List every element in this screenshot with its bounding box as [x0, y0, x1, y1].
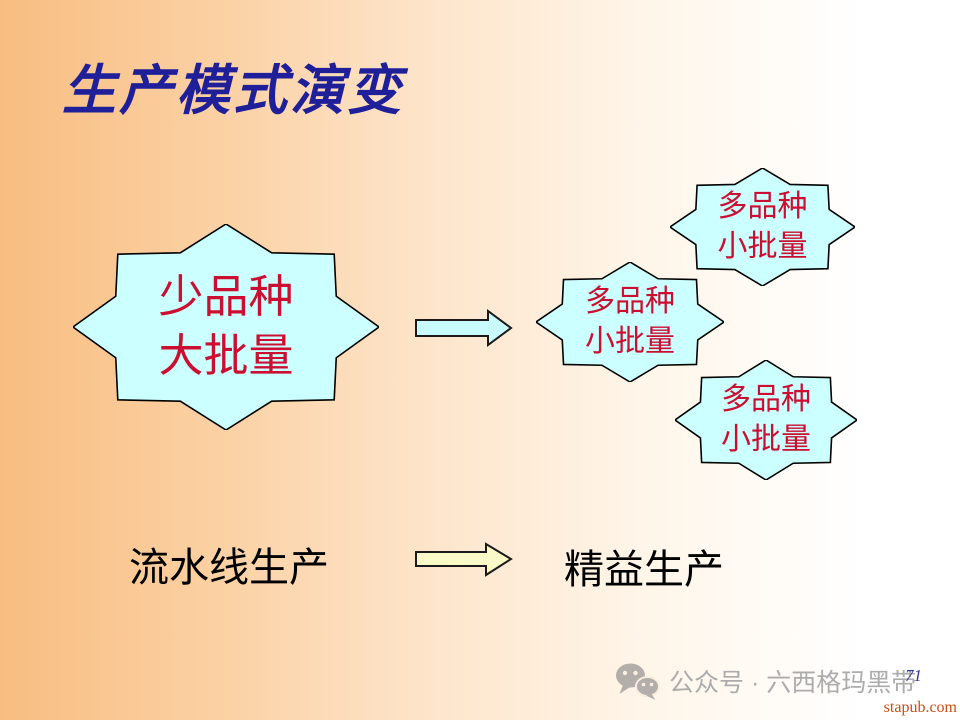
eight-point-star-icon: [73, 224, 379, 430]
assembly-line-production-label: 流水线生产: [129, 545, 329, 590]
lean-production-label: 精益生产: [564, 547, 724, 592]
site-credit: stapub.com: [883, 699, 957, 716]
star-label: 少品种 大批量: [73, 224, 379, 430]
watermark-text: 公众号 · 六西格玛黑带: [669, 669, 917, 697]
star-label-line2: 小批量: [585, 325, 675, 358]
star-label-line1: 多品种: [717, 190, 808, 224]
eight-point-star-icon: [670, 168, 855, 286]
star-few-varieties-large-batch: 少品种 大批量: [73, 224, 379, 430]
bottom-arrow-icon: [414, 542, 514, 577]
slide-title: 生产模式演变: [62, 61, 404, 121]
star-label-line2: 大批量: [158, 331, 294, 381]
star-label-line1: 多品种: [585, 285, 675, 319]
star-many-varieties-small-batch-bottom: 多品种 小批量: [675, 360, 857, 480]
star-many-varieties-small-batch-top: 多品种 小批量: [670, 168, 855, 286]
star-label: 多品种 小批量: [536, 262, 724, 382]
evolution-arrow-icon: [414, 309, 514, 347]
wechat-icon: [616, 663, 660, 700]
star-label: 多品种 小批量: [675, 360, 857, 480]
star-label: 多品种 小批量: [670, 168, 855, 286]
star-label-line2: 小批量: [717, 230, 808, 263]
page-number: 71: [905, 666, 922, 685]
eight-point-star-icon: [675, 360, 857, 480]
watermark: 公众号 · 六西格玛黑带: [614, 662, 916, 700]
star-label-line2: 小批量: [721, 423, 811, 456]
eight-point-star-icon: [536, 262, 724, 382]
star-label-line1: 多品种: [721, 383, 811, 417]
star-label-line1: 少品种: [158, 271, 294, 322]
star-many-varieties-small-batch-middle: 多品种 小批量: [536, 262, 724, 382]
